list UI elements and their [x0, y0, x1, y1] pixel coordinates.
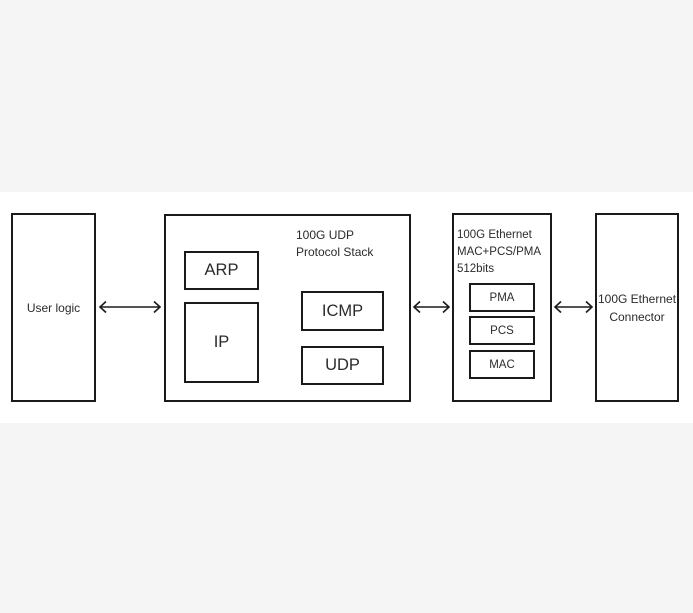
- connector-arrow-ethernet-to-connector: [552, 298, 595, 316]
- block-ethernet-connector-label-line1: 100G Ethernet: [597, 291, 677, 306]
- block-pma[interactable]: [469, 283, 535, 312]
- block-arp-label: ARP: [204, 261, 239, 279]
- block-udp[interactable]: [301, 346, 384, 385]
- block-pcs[interactable]: [469, 316, 535, 345]
- block-mac-label: MAC: [489, 358, 515, 371]
- block-pma-label: PMA: [489, 291, 515, 304]
- block-ethernet-connector-label: 100G Ethernet Connector: [595, 213, 679, 402]
- block-pcs-label: PCS: [490, 324, 514, 337]
- block-ip-label: IP: [213, 333, 230, 351]
- block-user-logic-label: User logic: [26, 300, 81, 315]
- block-ip[interactable]: [184, 302, 259, 383]
- block-user-logic[interactable]: [11, 213, 96, 402]
- connector-arrow-stack-to-ethernet: [411, 298, 452, 316]
- block-arp[interactable]: [184, 251, 259, 290]
- block-ethernet-connector[interactable]: [595, 213, 679, 402]
- block-mac[interactable]: [469, 350, 535, 379]
- block-icmp-label: ICMP: [321, 301, 364, 320]
- connector-arrow-user-to-stack: [96, 298, 164, 316]
- block-ethernet-mac-label: 100G Ethernet MAC+PCS/PMA 512bits: [457, 229, 542, 275]
- block-udp-label: UDP: [325, 356, 360, 374]
- block-protocol-stack-label: 100G UDP Protocol Stack: [296, 228, 374, 259]
- block-ethernet-connector-label-line2: Connector: [609, 309, 665, 324]
- block-icmp[interactable]: [301, 291, 384, 331]
